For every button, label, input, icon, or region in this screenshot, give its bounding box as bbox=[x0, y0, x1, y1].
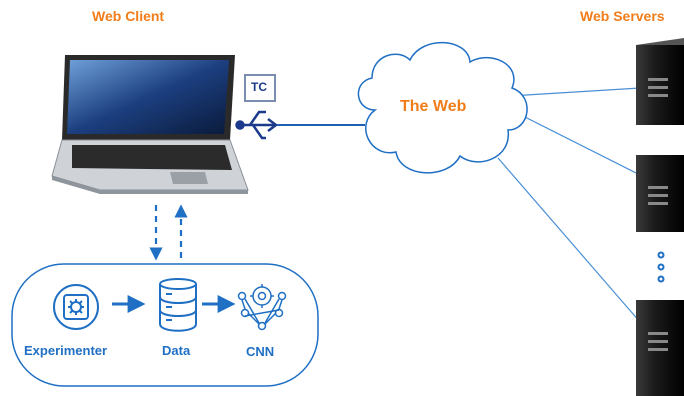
tc-label: TC bbox=[251, 80, 267, 94]
web-servers-label: Web Servers bbox=[580, 8, 665, 24]
neural-network-icon bbox=[237, 284, 287, 331]
server-ellipsis bbox=[657, 251, 665, 283]
laptop-icon bbox=[51, 55, 249, 194]
cloud-icon bbox=[357, 41, 528, 174]
database-icon bbox=[159, 278, 197, 332]
experimenter-label: Experimenter bbox=[24, 343, 108, 358]
connection-lines bbox=[497, 87, 641, 323]
server-icon bbox=[636, 155, 684, 232]
gear-icon bbox=[53, 284, 99, 330]
server-icon bbox=[636, 300, 684, 396]
server-icon bbox=[636, 38, 684, 125]
dashed-arrows bbox=[149, 204, 188, 261]
web-client-label: Web Client bbox=[92, 8, 165, 24]
cnn-label: CNN bbox=[246, 344, 275, 359]
usb-icon bbox=[235, 110, 279, 140]
the-web-label: The Web bbox=[400, 98, 467, 115]
data-label: Data bbox=[162, 343, 191, 358]
tc-box bbox=[244, 74, 276, 102]
